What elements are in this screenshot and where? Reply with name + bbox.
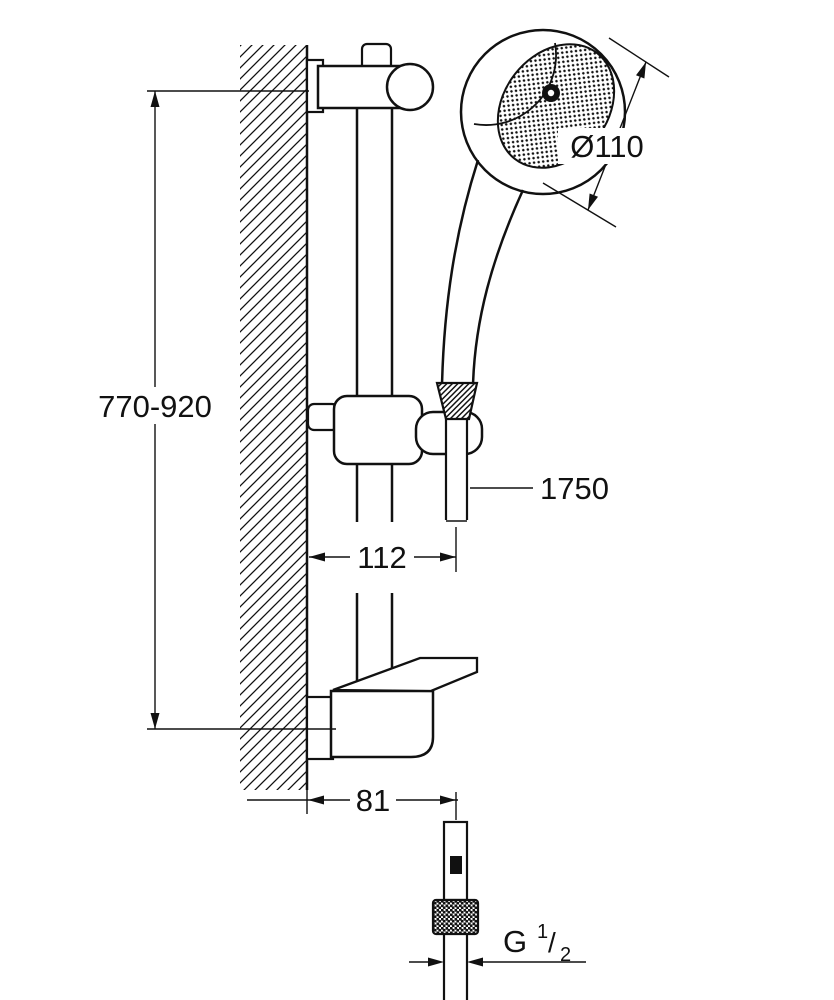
spray-center-nozzle-hole bbox=[547, 89, 555, 97]
thread-label-prefix: G bbox=[503, 924, 527, 959]
bottom-bracket-body bbox=[329, 689, 435, 759]
arrowhead-up bbox=[150, 91, 160, 107]
arrowhead-down bbox=[150, 713, 160, 729]
dim-offset-top: 112 bbox=[309, 527, 457, 575]
hand-shower bbox=[440, 28, 627, 386]
arrowhead-left bbox=[309, 552, 325, 562]
dim-head-diameter: Ø110 bbox=[542, 37, 670, 228]
bottom-bracket bbox=[305, 656, 479, 761]
arrowhead-upper-right bbox=[636, 62, 646, 79]
arrowhead-right bbox=[428, 957, 444, 967]
dim-diameter-ext-top bbox=[608, 37, 670, 78]
bottom-bracket-flange bbox=[305, 695, 335, 761]
dim-diameter-label-bg bbox=[558, 128, 656, 164]
wall-hatch bbox=[240, 45, 307, 790]
cone-connector bbox=[435, 381, 479, 421]
arrowhead-right bbox=[440, 795, 456, 805]
shower-rail bbox=[355, 108, 394, 685]
thread-label-numerator: 1 bbox=[537, 921, 548, 943]
handle-right-edge bbox=[471, 189, 525, 386]
arrowhead-right bbox=[440, 552, 456, 562]
dim-height: 770-920 bbox=[86, 90, 336, 730]
connector-detent bbox=[450, 856, 462, 874]
thread-label-slash: / bbox=[548, 927, 556, 958]
handle-left-edge bbox=[440, 159, 480, 386]
wall-section bbox=[240, 45, 309, 790]
dim-height-label-bg bbox=[86, 387, 224, 424]
dim-hose-length: 1750 bbox=[470, 471, 609, 506]
arrowhead-left bbox=[308, 795, 324, 805]
hose-upper-fill bbox=[446, 410, 467, 522]
dim-offset-top-label: 112 bbox=[357, 540, 406, 575]
dim-thread: G 1 / 2 bbox=[409, 921, 586, 967]
dim-offset-bottom: 81 bbox=[247, 783, 458, 820]
dim-head-diameter-label: Ø110 bbox=[570, 129, 644, 164]
bottom-bracket-plate bbox=[332, 656, 479, 693]
slider-body bbox=[332, 394, 424, 466]
thread-label-denominator: 2 bbox=[560, 944, 571, 966]
dim-diameter-ext-bottom bbox=[542, 182, 617, 228]
dim-offset-bottom-label: 81 bbox=[356, 783, 390, 818]
top-bracket bbox=[305, 42, 435, 114]
dim-height-label: 770-920 bbox=[98, 389, 212, 424]
hose-upper-group bbox=[435, 381, 479, 522]
thread-label: G 1 / 2 bbox=[503, 921, 571, 966]
arrowhead-left bbox=[467, 957, 483, 967]
arrowhead-lower-left bbox=[588, 193, 598, 210]
connector-nut bbox=[431, 898, 480, 936]
top-bracket-end-cap bbox=[385, 62, 435, 112]
dim-hose-length-label: 1750 bbox=[540, 471, 609, 506]
hose-connector bbox=[431, 820, 480, 1000]
